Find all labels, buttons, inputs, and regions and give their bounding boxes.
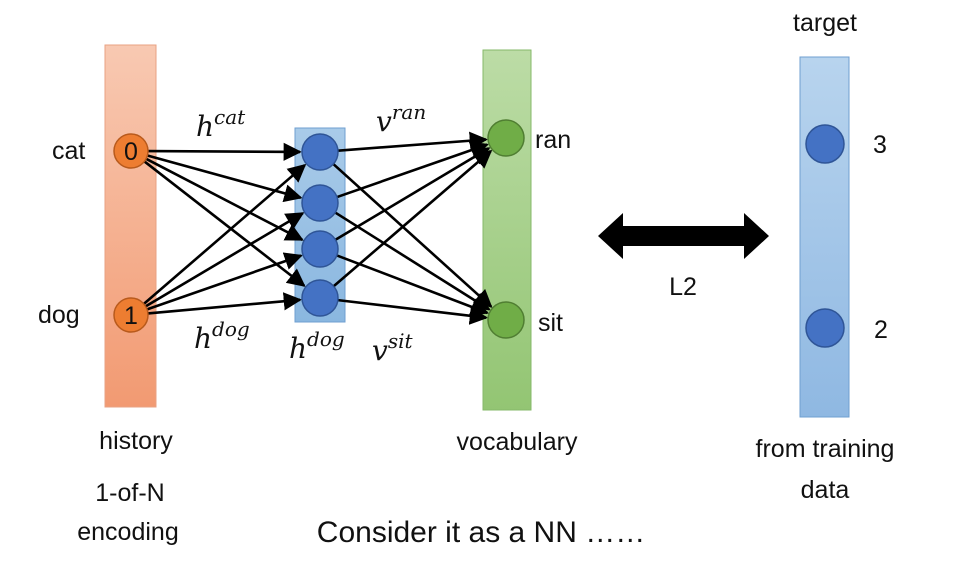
connection-arrow	[147, 154, 303, 203]
input-value-cat: 0	[124, 138, 138, 166]
input-node-dog	[113, 297, 149, 333]
input-caption: history	[99, 427, 173, 455]
input-node-cat	[113, 133, 149, 169]
output-word-ran: ran	[535, 126, 571, 154]
connection-arrow	[145, 157, 304, 241]
target-bar	[799, 56, 850, 418]
connection-arrow	[334, 147, 491, 241]
connection-arrow	[332, 149, 493, 288]
hidden-node	[301, 230, 339, 268]
connection-arrow	[334, 211, 491, 311]
hidden-layer-label: hdog	[289, 327, 345, 365]
connection-arrows	[143, 131, 493, 325]
target-value-bottom: 2	[874, 316, 888, 344]
output-caption: vocabulary	[457, 428, 578, 456]
connection-arrow	[143, 160, 306, 287]
output-node-sit	[487, 301, 525, 339]
target-node-top	[805, 124, 845, 164]
input-value-dog: 1	[124, 302, 138, 330]
double-arrow-icon	[598, 213, 769, 259]
connection-arrow	[337, 131, 488, 152]
weight-label-h-cat: hcat	[196, 105, 246, 143]
loss-label: L2	[669, 273, 697, 301]
target-title: target	[793, 9, 857, 37]
connection-arrow	[337, 298, 488, 325]
weight-label-v-ran: vran	[376, 100, 426, 138]
output-word-sit: sit	[538, 309, 563, 337]
encoding-caption-line1: 1-of-N	[95, 479, 164, 507]
input-word-dog: dog	[38, 301, 80, 329]
weight-label-v-sit: vsit	[372, 329, 413, 367]
footer-text: Consider it as a NN ……	[317, 516, 645, 549]
target-caption-line2: data	[801, 476, 850, 504]
hidden-node	[301, 279, 339, 317]
connection-arrow	[146, 252, 303, 311]
target-node-bottom	[805, 308, 845, 348]
input-layer-bar	[104, 44, 157, 408]
connection-arrow	[336, 141, 489, 199]
connection-arrow	[147, 142, 302, 161]
hidden-node	[301, 133, 339, 171]
output-layer-bar	[482, 49, 532, 411]
connection-arrow	[336, 254, 490, 316]
connection-arrow	[147, 292, 302, 315]
hidden-node	[301, 184, 339, 222]
input-word-cat: cat	[52, 137, 85, 165]
connection-arrow	[143, 163, 307, 305]
connection-arrow	[144, 212, 305, 308]
encoding-caption-line2: encoding	[77, 518, 178, 546]
output-node-ran	[487, 119, 525, 157]
target-caption-line1: from training	[756, 435, 895, 463]
target-value-top: 3	[873, 131, 887, 159]
weight-label-h-dog: hdog	[194, 317, 250, 355]
